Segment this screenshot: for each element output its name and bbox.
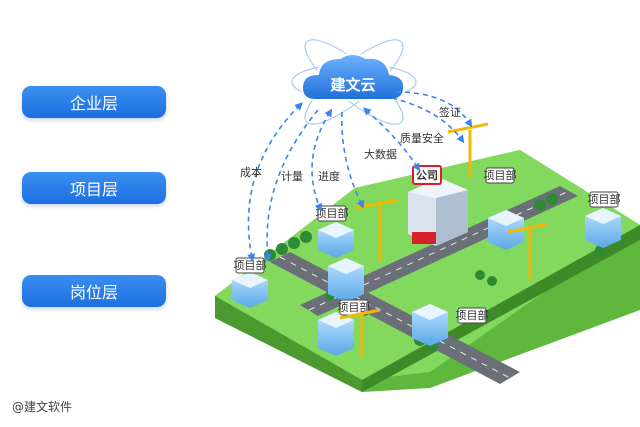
road-markings	[279, 190, 570, 379]
svg-text:公司: 公司	[416, 169, 438, 182]
project-dept-label: 项目部	[484, 168, 517, 182]
flow-label-visa: 签证	[439, 105, 461, 119]
cloud-icon: 建文云	[291, 39, 417, 125]
watermark: @建文软件	[12, 400, 73, 414]
cloud-label: 建文云	[330, 76, 375, 94]
project-dept-label: 项目部	[316, 206, 349, 220]
project-dept-label: 项目部	[338, 300, 371, 314]
project-dept-label: 项目部	[456, 308, 489, 322]
flow-label-measure: 计量	[281, 170, 303, 183]
project-dept-label: 项目部	[588, 192, 621, 206]
company-building	[408, 178, 468, 246]
post-layer-button[interactable]: 岗位层	[22, 275, 166, 307]
flow-label-cost: 成本	[240, 165, 262, 179]
flow-label-quality: 质量安全	[400, 131, 444, 145]
data-flow-arrows	[247, 91, 473, 262]
enterprise-layer-button[interactable]: 企业层	[22, 86, 166, 118]
project-layer-button[interactable]: 项目层	[22, 172, 166, 204]
project-office-buildings	[232, 208, 621, 356]
flow-label-bigdata: 大数据	[364, 147, 397, 161]
company-sign: 公司	[412, 165, 442, 185]
project-dept-label: 项目部	[234, 258, 267, 272]
tower-cranes	[339, 122, 549, 358]
flow-label-progress: 进度	[318, 169, 340, 183]
